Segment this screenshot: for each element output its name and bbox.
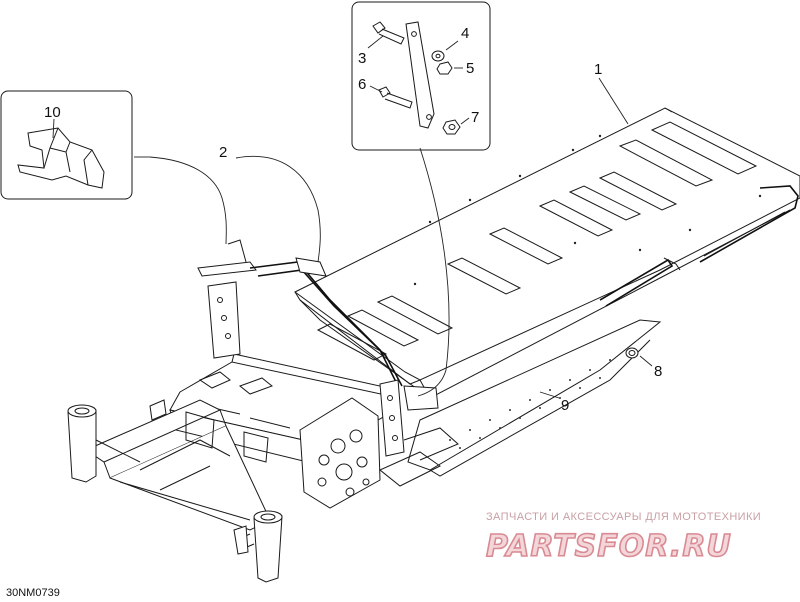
inset-hardware	[351, 1, 491, 151]
tunnel-part-1	[294, 107, 800, 399]
callout-7: 7	[471, 109, 479, 126]
running-board-part-9	[407, 257, 681, 477]
leader-lines	[149, 77, 629, 399]
callout-6: 6	[358, 76, 366, 93]
inset-part-10	[0, 90, 150, 200]
callout-5: 5	[466, 60, 474, 77]
watermark-brand-fill: PARTSFOR.RU	[486, 529, 732, 564]
callout-1: 1	[594, 61, 602, 78]
callout-2: 2	[219, 144, 227, 161]
watermark-brand: PARTSFOR.RU	[486, 529, 732, 564]
watermark: ЗАПЧАСТИ И АКСЕССУАРЫ ДЛЯ МОТОТЕХНИКИ PA…	[485, 511, 761, 565]
callout-10: 10	[44, 104, 61, 121]
drawing-code: 30NM0739	[6, 587, 60, 599]
callout-labels: 1 2 3 4 5 6 7 8 9 10	[44, 25, 662, 414]
front-frame-part-2	[67, 239, 459, 583]
watermark-caption: ЗАПЧАСТИ И АКСЕССУАРЫ ДЛЯ МОТОТЕХНИКИ	[486, 511, 761, 523]
callout-9: 9	[561, 397, 569, 414]
callout-4: 4	[461, 25, 469, 42]
callout-8: 8	[654, 363, 662, 380]
callout-3: 3	[358, 50, 366, 67]
